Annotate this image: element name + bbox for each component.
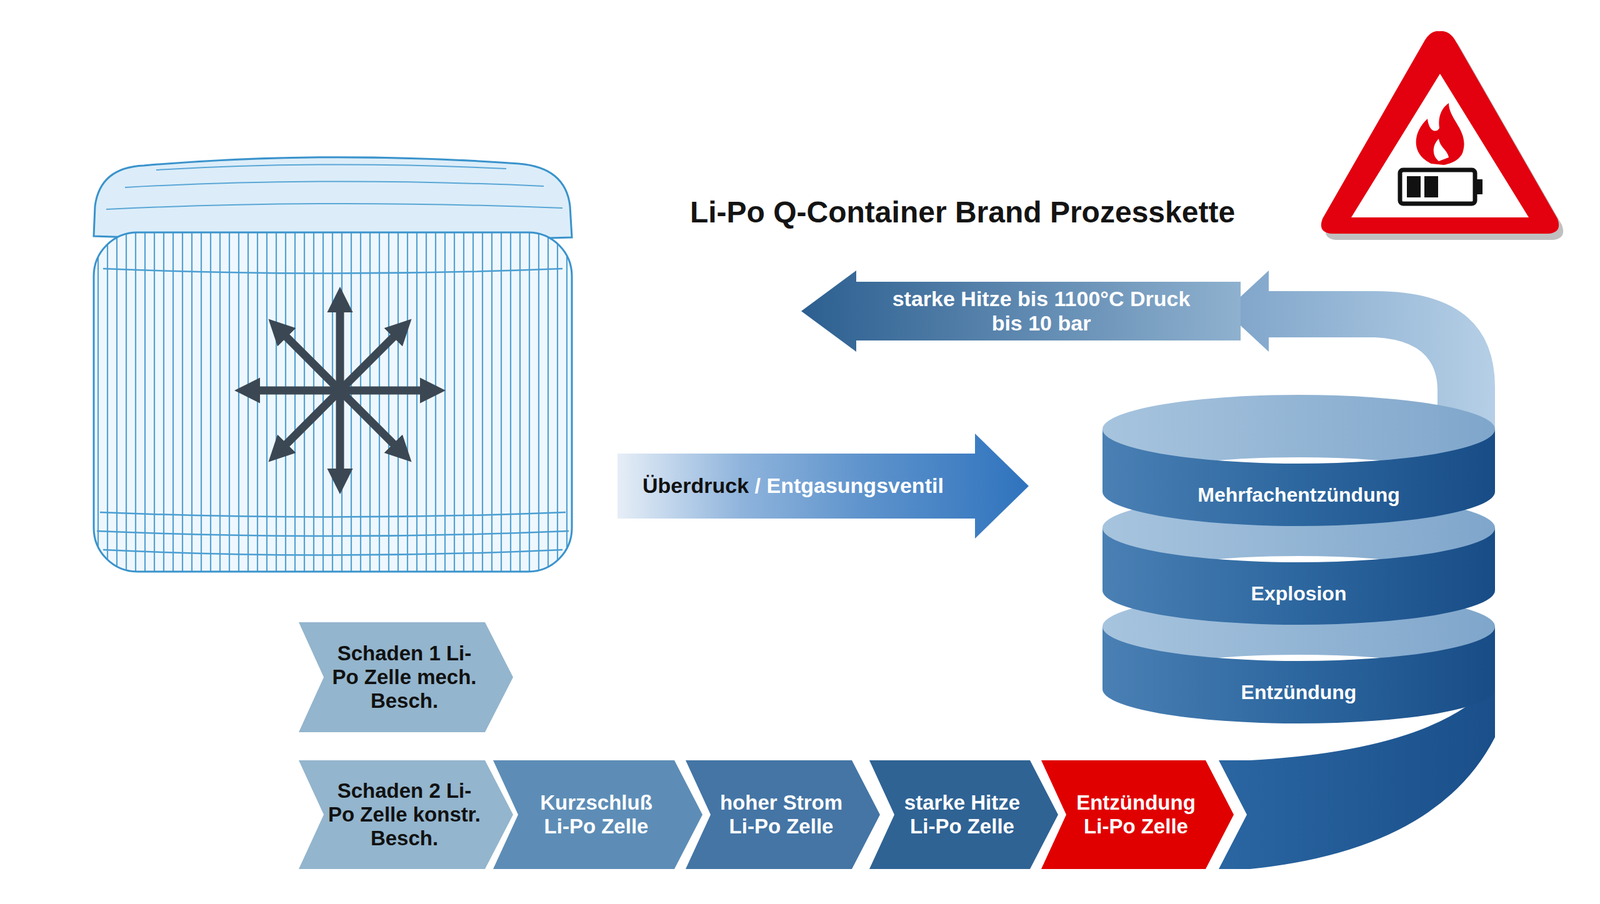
pressure-arrow-outline bbox=[617, 433, 1029, 539]
star-arrow bbox=[340, 390, 399, 450]
process-chevron: hoher Strom Li-Po Zelle bbox=[685, 760, 880, 870]
node-text: Überdruck bbox=[642, 473, 749, 499]
process-chevron-outline bbox=[298, 760, 514, 870]
cube-upper-line bbox=[103, 268, 563, 274]
node-text: hoher Strom Li-Po Zelle bbox=[714, 791, 849, 839]
spiral-band-outline bbox=[1102, 528, 1495, 625]
process-chevron-outline bbox=[493, 760, 703, 870]
cube-top bbox=[93, 157, 572, 242]
node-text: Mehrfachentzündung bbox=[1197, 483, 1400, 507]
star-arrow bbox=[281, 331, 340, 391]
cube-base-lines bbox=[96, 512, 569, 556]
spiral-band: Explosion bbox=[1102, 528, 1495, 625]
battery-symbol bbox=[1400, 170, 1475, 204]
process-chevron-outline bbox=[685, 760, 880, 870]
cube-front bbox=[93, 232, 572, 572]
spiral-band-outline bbox=[1102, 429, 1495, 527]
star-arrow bbox=[340, 331, 399, 391]
star-arrow bbox=[340, 386, 428, 395]
node-text: Entzündung bbox=[1241, 681, 1357, 705]
process-chevron-outline bbox=[869, 760, 1059, 870]
pressure-arrow: Überdruck/ Entgasungsventil bbox=[617, 433, 1029, 539]
ignition-chevron-outline bbox=[1041, 760, 1234, 870]
process-chevron: Schaden 2 Li-Po Zelle konstr. Besch. bbox=[298, 760, 514, 870]
spiral-band-shape bbox=[1102, 626, 1495, 724]
cube-top-lines bbox=[106, 164, 563, 210]
container-cube bbox=[93, 157, 572, 572]
flame-core bbox=[1433, 138, 1449, 162]
heat-arrow: starke Hitze bis 1100°C Druck bis 10 bar bbox=[801, 270, 1241, 352]
process-chevron: Kurzschluß Li-Po Zelle bbox=[493, 760, 703, 870]
spiral-band-shape bbox=[1102, 528, 1495, 625]
warning-sign bbox=[1321, 31, 1564, 240]
star-arrow bbox=[336, 390, 345, 477]
flame-symbol bbox=[1416, 103, 1465, 165]
node-text: starke Hitze bis 1100°C Druck bis 10 bar bbox=[891, 286, 1192, 336]
node-text: Entzündung Li-Po Zelle bbox=[1068, 791, 1204, 839]
node-text: Kurzschluß Li-Po Zelle bbox=[529, 791, 664, 839]
battery-bar bbox=[1424, 176, 1439, 198]
battery-bar bbox=[1406, 176, 1421, 198]
spiral-band: Mehrfachentzündung bbox=[1102, 429, 1495, 527]
process-chevron-outline bbox=[298, 622, 514, 733]
node-text: starke Hitze Li-Po Zelle bbox=[895, 791, 1030, 839]
star-arrow bbox=[281, 390, 340, 450]
star-arrow bbox=[336, 305, 345, 391]
node-text: Explosion bbox=[1251, 582, 1347, 606]
node-text: Schaden 1 Li-Po Zelle mech. Besch. bbox=[326, 641, 483, 714]
star-arrow bbox=[252, 386, 340, 395]
ignition-chevron: Entzündung Li-Po Zelle bbox=[1041, 760, 1234, 870]
spiral-band-shape bbox=[1102, 429, 1495, 527]
diagram-title: Li-Po Q-Container Brand Prozesskette bbox=[587, 195, 1338, 230]
spiral-band: Entzündung bbox=[1102, 626, 1495, 724]
sign-field bbox=[1351, 73, 1529, 218]
pressure-star bbox=[252, 305, 428, 477]
battery-terminal bbox=[1475, 179, 1483, 195]
node-text: Schaden 2 Li-Po Zelle konstr. Besch. bbox=[326, 779, 483, 851]
process-chevron: starke Hitze Li-Po Zelle bbox=[869, 760, 1059, 870]
spiral-band-outline bbox=[1102, 626, 1495, 724]
node-text: / Entgasungsventil bbox=[755, 473, 944, 499]
heat-arrow-outline bbox=[801, 270, 1241, 352]
process-chevron: Schaden 1 Li-Po Zelle mech. Besch. bbox=[298, 622, 514, 733]
sign-border bbox=[1321, 31, 1559, 234]
